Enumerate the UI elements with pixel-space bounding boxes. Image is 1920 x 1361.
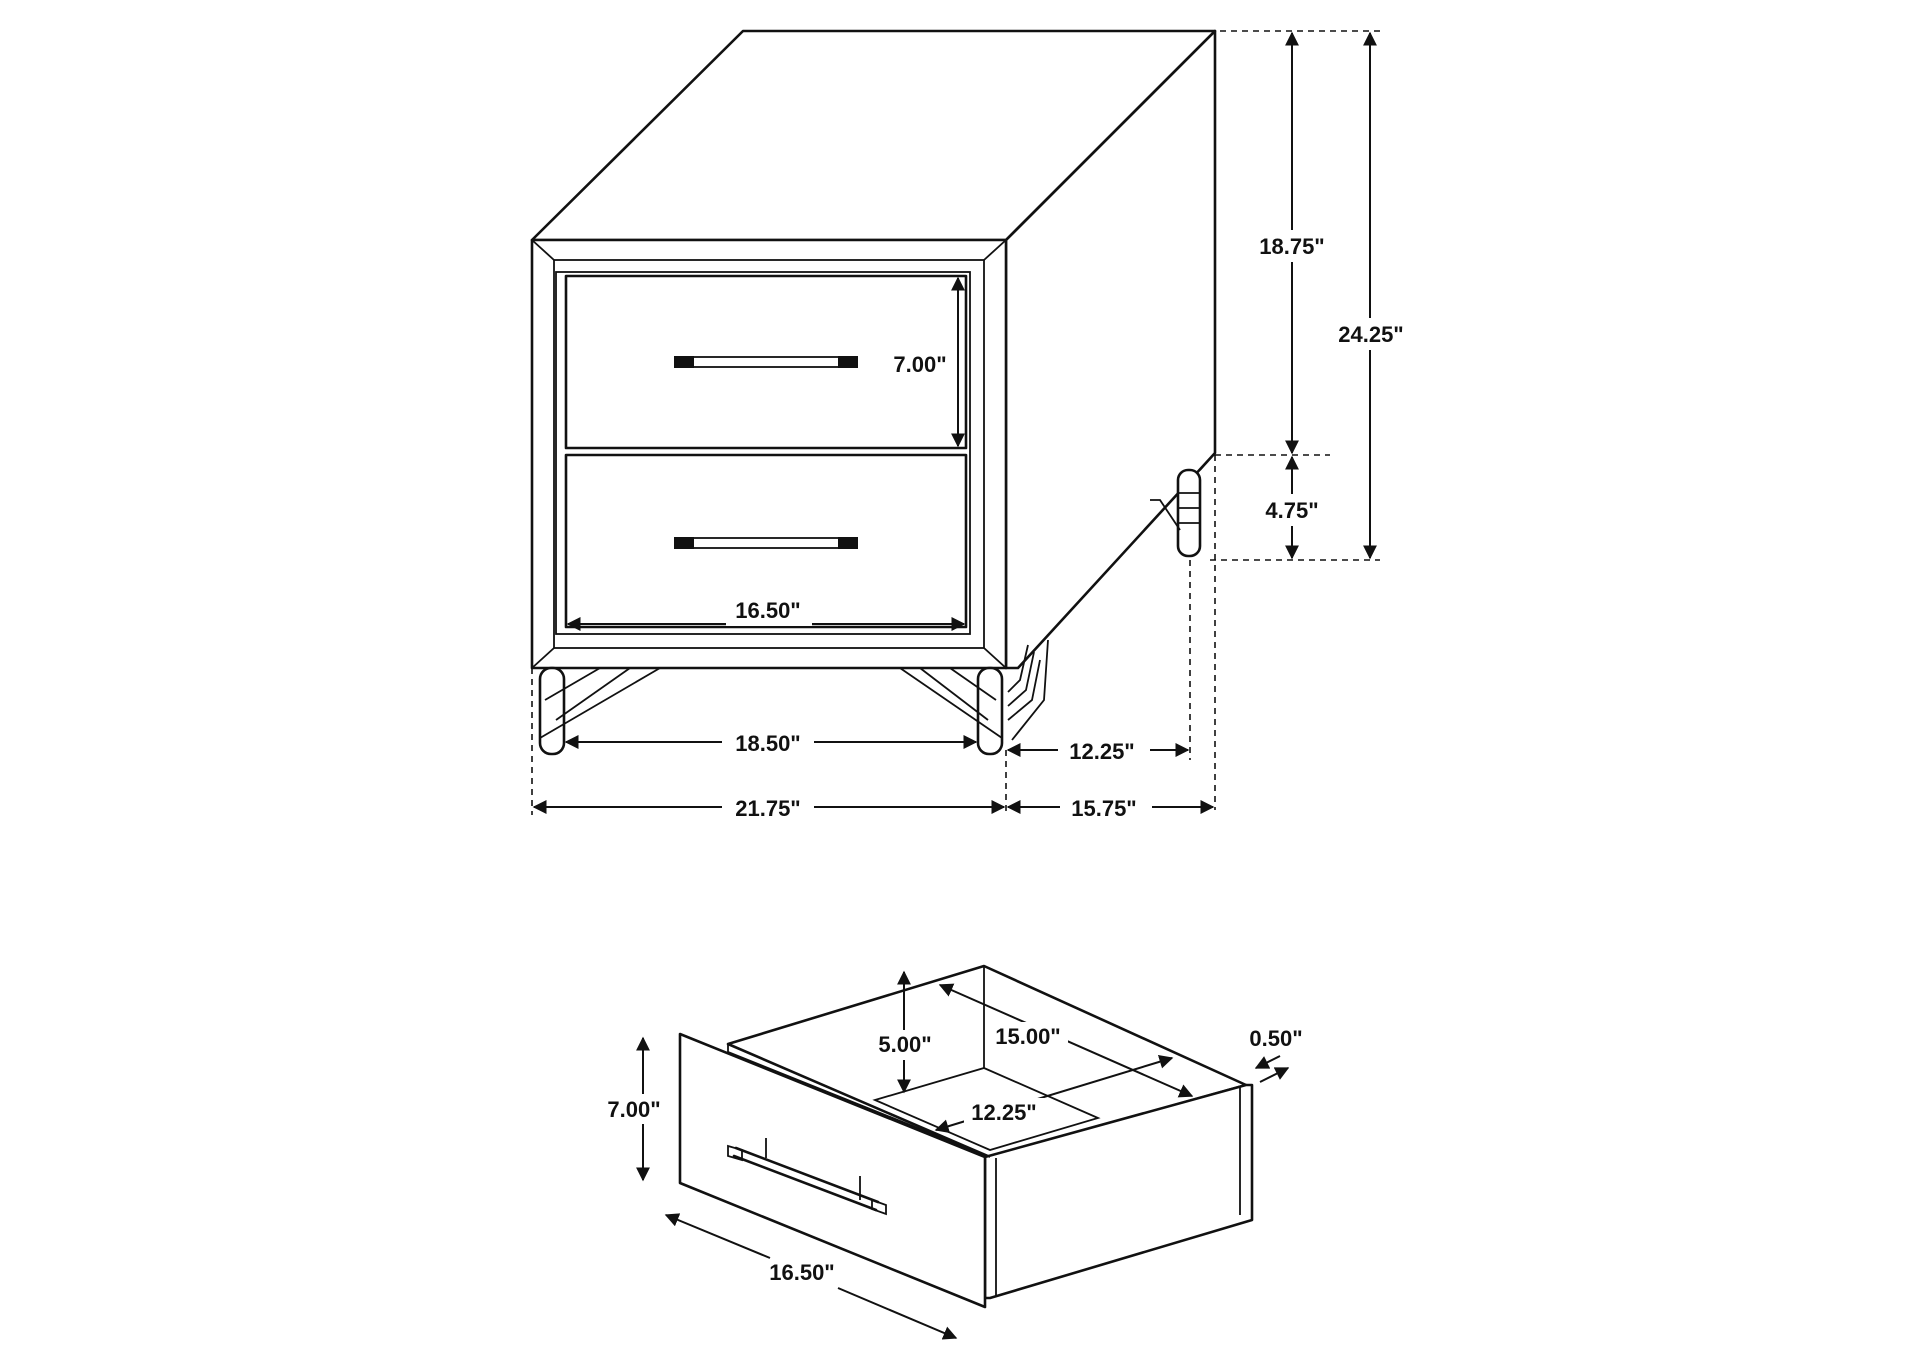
nightstand-front-legs [538, 666, 1004, 756]
dim-total-height: 24.25" [1338, 322, 1403, 347]
dim-drawer-front-height-2: 7.00" [607, 1097, 660, 1122]
nightstand-top [530, 29, 1217, 242]
drawer-front [678, 1032, 987, 1309]
dim-drawer-front-width: 16.50" [769, 1260, 834, 1285]
dim-depth: 15.75" [1071, 796, 1136, 821]
dim-drawer-interior-depth: 15.00" [995, 1024, 1060, 1049]
nightstand-back-legs [1007, 452, 1216, 741]
dim-leg-spread: 18.50" [735, 731, 800, 756]
drawer-dimensions: 7.00" 5.00" 15.00" 12.25" 0.50" 16.50" [596, 970, 1303, 1340]
drawer-handle [727, 1138, 887, 1216]
bottom-drawer-handle [674, 537, 858, 549]
nightstand-front-bevel [553, 259, 985, 649]
dim-case-height: 18.75" [1259, 234, 1324, 259]
dim-width: 21.75" [735, 796, 800, 821]
nightstand-drawing [530, 29, 1217, 756]
dim-drawer-interior-width: 12.25" [971, 1100, 1036, 1125]
nightstand-side [1004, 29, 1217, 670]
dim-drawer-side-thickness: 0.50" [1249, 1026, 1302, 1051]
nightstand-dimensions: 18.75" 4.75" 24.25" 7.00" 16.50" 18.50" … [531, 30, 1412, 823]
dim-drawer-front-height: 7.00" [893, 352, 946, 377]
dim-drawer-interior-height: 5.00" [878, 1032, 931, 1057]
dim-leg-depth: 12.25" [1069, 739, 1134, 764]
top-drawer-handle [674, 356, 858, 368]
dim-drawer-interior-width: 16.50" [735, 598, 800, 623]
dim-leg-height: 4.75" [1265, 498, 1318, 523]
